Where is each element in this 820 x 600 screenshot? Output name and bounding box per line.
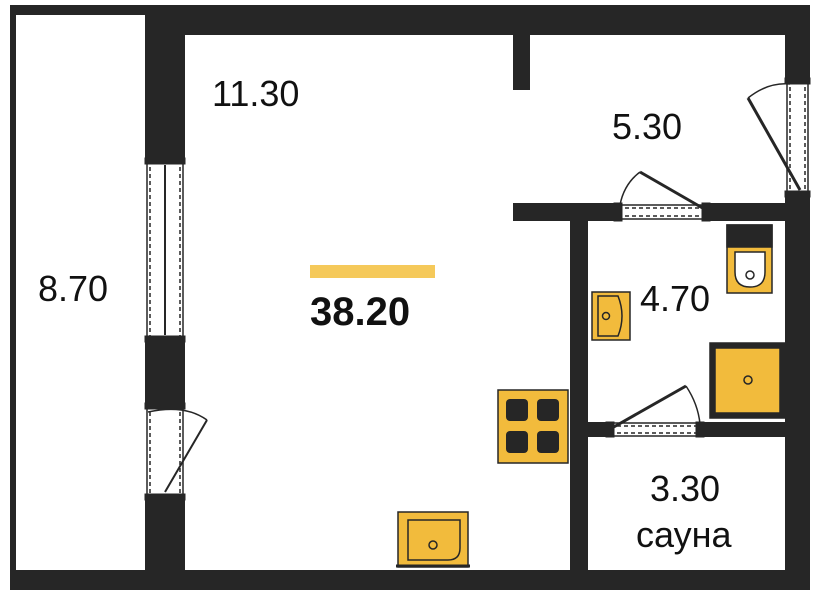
bathroom-area-label: 4.70 [640, 278, 711, 319]
shower-icon [709, 342, 786, 419]
main-room-area-label: 11.30 [212, 73, 300, 114]
door-swing-icon [605, 384, 705, 438]
toilet-icon [726, 224, 773, 294]
door-swing-icon [613, 170, 711, 222]
sauna-area-label: 3.30 [650, 468, 721, 509]
door-swing-icon [746, 77, 811, 198]
total-area-label: 38.20 [310, 290, 411, 334]
total-area-accent-bar [310, 265, 435, 278]
window-icon [144, 402, 186, 501]
hall-area-label: 5.30 [612, 106, 683, 147]
walls [10, 5, 810, 590]
door-swing-icon [147, 408, 208, 493]
sauna-name-label: сауна [636, 514, 732, 555]
window-icon [144, 157, 186, 343]
sink-icon [591, 291, 631, 341]
kitchen-sink-icon [396, 511, 470, 568]
stove-icon [497, 389, 569, 464]
balcony-area-label: 8.70 [38, 268, 109, 309]
